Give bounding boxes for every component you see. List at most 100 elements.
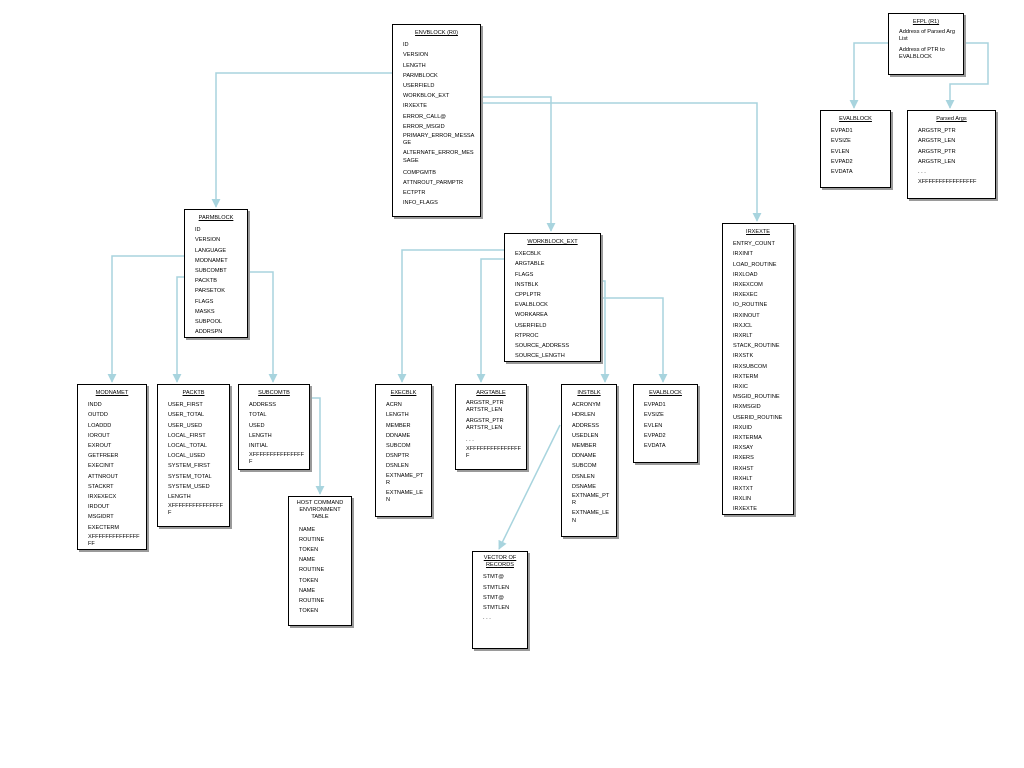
host-cmd-env-field: NAME xyxy=(299,557,316,564)
instblk-field: HDRLEN xyxy=(572,412,596,419)
instblk-box: INSTBLK ACRONYM HDRLEN ADDRESS USEDLEN M… xyxy=(561,384,617,537)
instblk-field: ACRONYM xyxy=(572,402,601,409)
argtable-field: XFFFFFFFFFFFFFFFF xyxy=(466,446,521,460)
workblock-ext-field: USERFIELD xyxy=(515,322,547,329)
packtb-title: PACKTB xyxy=(182,390,205,396)
parmblock-field: MODNAMET xyxy=(195,257,228,264)
instblk-title: INSTBLK xyxy=(577,390,601,396)
packtb-box: PACKTB USER_FIRST USER_TOTAL USER_USED L… xyxy=(157,384,230,527)
link-workblock-evalblock xyxy=(598,297,668,383)
parsed-args-box: Parsed Args ARGSTR_PTR ARGSTR_LEN ARGSTR… xyxy=(907,110,996,199)
efpl-field: Address of PTR to EVALBLOCK xyxy=(899,46,945,60)
argtable-box: ARGTABLE ARGSTR_PTR ARTSTR_LEN ARGSTR_PT… xyxy=(455,384,527,470)
irxexte-field: IRXMSGID xyxy=(733,404,761,411)
parmblock-field: SUBPOOL xyxy=(195,319,223,326)
instblk-field: MEMBER xyxy=(572,443,597,450)
workblock-ext-field: RTPROC xyxy=(515,332,539,339)
host-cmd-env-title: HOST COMMAND ENVIRONMENT TABLE xyxy=(296,500,344,521)
envblock-box: ENVBLOCK (R0) ID VERSION LENGTH PARMBLOC… xyxy=(392,24,481,217)
evalblock-top-field: EVDATA xyxy=(831,169,853,176)
subcomtb-field: LENGTH xyxy=(249,432,272,439)
subcomtb-box: SUBCOMTB ADDRESS TOTAL USED LENGTH INITI… xyxy=(238,384,310,470)
execblk-field: SUBCOM xyxy=(386,443,411,450)
envblock-field: ERROR_MSGID xyxy=(403,123,445,130)
host-cmd-env-field: TOKEN xyxy=(299,547,319,554)
subcomtb-title: SUBCOMTB xyxy=(258,390,290,396)
parmblock-field: VERSION xyxy=(195,237,221,244)
modnamet-field: OUTDD xyxy=(88,412,108,419)
envblock-field: ID xyxy=(403,42,409,49)
evalblock-top-field: EVLEN xyxy=(831,148,850,155)
instblk-field: DSNLEN xyxy=(572,473,595,480)
parmblock-field: ID xyxy=(195,227,201,234)
evalblock-mid-title: EVALBLOCK xyxy=(649,390,682,396)
execblk-field: ACRN xyxy=(386,402,402,409)
irxexte-box: IRXEXTE ENTRY_COUNT IRXINIT LOAD_ROUTINE… xyxy=(722,223,794,515)
envblock-field: ATTNROUT_PARMPTR xyxy=(403,180,464,187)
vector-records-box: VECTOR OF RECORDS STMT@ STMTLEN STMT@ ST… xyxy=(472,551,528,649)
irxexte-field: STACK_ROUTINE xyxy=(733,343,780,350)
irxexte-field: IRXHST xyxy=(733,465,754,472)
irxexte-field: IRXSAY xyxy=(733,445,754,452)
workblock-ext-title: WORKBLOCK_EXT xyxy=(527,239,578,245)
envblock-field: ALTERNATE_ERROR_MESSAGE xyxy=(403,150,474,164)
execblk-title: EXECBLK xyxy=(390,390,417,396)
link-instblk-vector xyxy=(498,424,561,550)
vector-records-title: VECTOR OF RECORDS xyxy=(483,555,517,569)
parmblock-field: PACKTB xyxy=(195,278,217,285)
modnamet-field: EXECINIT xyxy=(88,463,114,470)
instblk-field: ADDRESS xyxy=(572,422,600,429)
modnamet-title: MODNAMET xyxy=(95,390,129,396)
modnamet-field: IOROUT xyxy=(88,432,110,439)
parmblock-field: FLAGS xyxy=(195,298,214,305)
packtb-field: XFFFFFFFFFFFFFFFF xyxy=(168,503,223,517)
parmblock-field: SUBCOMBT xyxy=(195,268,227,275)
packtb-field: SYSTEM_FIRST xyxy=(168,463,211,470)
subcomtb-field: ADDRESS xyxy=(249,402,277,409)
execblk-field: MEMBER xyxy=(386,422,411,429)
argtable-field: ARGSTR_PTR xyxy=(466,417,504,424)
modnamet-box: MODNAMET INDD OUTDD LOADDD IOROUT EXROUT… xyxy=(77,384,147,550)
modnamet-field: ATTNROUT xyxy=(88,473,119,480)
envblock-field: ERROR_CALL@ xyxy=(403,113,446,120)
link-subcomtb-hostcmd xyxy=(309,397,325,495)
argtable-title: ARGTABLE xyxy=(476,390,506,396)
vector-records-field: STMTLEN xyxy=(483,605,510,612)
envblock-field: INFO_FLAGS xyxy=(403,200,438,207)
modnamet-field: IRDOUT xyxy=(88,504,110,511)
irxexte-field: IRXINOUT xyxy=(733,312,760,319)
modnamet-field: GETFREER xyxy=(88,453,119,460)
envblock-field: USERFIELD xyxy=(403,83,435,90)
host-cmd-env-field: ROUTINE xyxy=(299,598,325,605)
evalblock-mid-field: EVLEN xyxy=(644,422,663,429)
parsed-args-field: ARGSTR_LEN xyxy=(918,138,956,145)
host-cmd-env-field: ROUTINE xyxy=(299,536,325,543)
irxexte-field: IRXLIN xyxy=(733,496,752,503)
subcomtb-field: USED xyxy=(249,422,265,429)
packtb-field: USER_FIRST xyxy=(168,402,203,409)
packtb-field: LOCAL_USED xyxy=(168,453,205,460)
efpl-box: EFPL (R1) Address of Parsed Arg List Add… xyxy=(888,13,964,75)
packtb-field: LOCAL_TOTAL xyxy=(168,443,207,450)
irxexte-field: IRXTERMA xyxy=(733,435,762,442)
evalblock-mid-field: EVDATA xyxy=(644,443,666,450)
parsed-args-field: XFFFFFFFFFFFFFFFF xyxy=(918,179,977,186)
irxexte-field: IRXSUBCOM xyxy=(733,363,767,370)
irxexte-field: IO_ROUTINE xyxy=(733,302,768,309)
envblock-field: PARMBLOCK xyxy=(403,72,438,79)
irxexte-field: IRXEXCOM xyxy=(733,282,763,289)
vector-records-field: STMT@ xyxy=(483,574,504,581)
execblk-field: DDNAME xyxy=(386,432,411,439)
parsed-args-field: ARGSTR_PTR xyxy=(918,148,956,155)
workblock-ext-field: EVALBLOCK xyxy=(515,302,548,309)
subcomtb-field: TOTAL xyxy=(249,412,267,419)
workblock-ext-field: WORKAREA xyxy=(515,312,548,319)
envblock-field: LENGTH xyxy=(403,62,426,69)
link-parmblock-modnamet xyxy=(107,255,193,383)
evalblock-top-field: EVPAD1 xyxy=(831,128,853,135)
host-cmd-env-field: TOKEN xyxy=(299,608,319,615)
envblock-field: PRIMARY_ERROR_MESSAGE xyxy=(403,133,475,147)
envblock-field: ECTPTR xyxy=(403,190,426,197)
link-parmblock-subcomtb xyxy=(242,271,278,383)
packtb-field: USER_USED xyxy=(168,422,203,429)
